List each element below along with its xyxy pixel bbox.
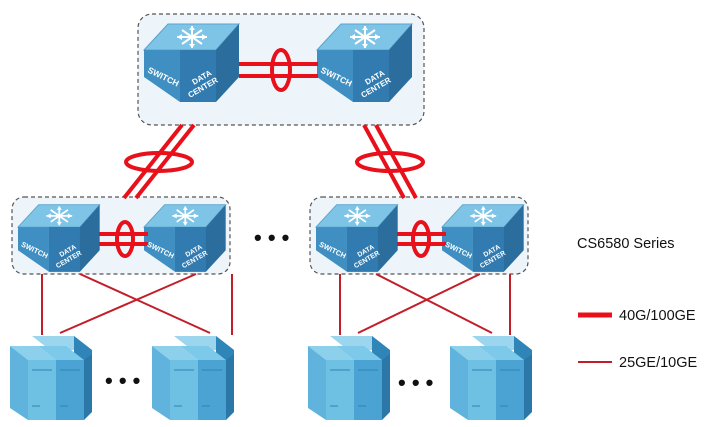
- left-access-interlink: [99, 220, 148, 258]
- right-access-interlink: [397, 220, 446, 258]
- core-interlink: [239, 48, 318, 92]
- left-server-links: [41, 273, 233, 335]
- server-4: [449, 335, 533, 421]
- server-2: [151, 335, 235, 421]
- legend-title: CS6580 Series: [577, 236, 675, 252]
- right-server-links: [339, 273, 511, 335]
- legend-thin-label: 25GE/10GE: [619, 355, 698, 371]
- right-server-ellipsis: • • •: [398, 370, 433, 395]
- switch-group-ellipsis: • • •: [254, 225, 289, 250]
- core-to-left-uplink: [122, 123, 196, 200]
- server-1: [9, 335, 93, 421]
- server-3: [307, 335, 391, 421]
- legend-thick-label: 40G/100GE: [619, 308, 696, 324]
- core-to-right-uplink: [355, 124, 425, 199]
- left-server-ellipsis: • • •: [105, 368, 140, 393]
